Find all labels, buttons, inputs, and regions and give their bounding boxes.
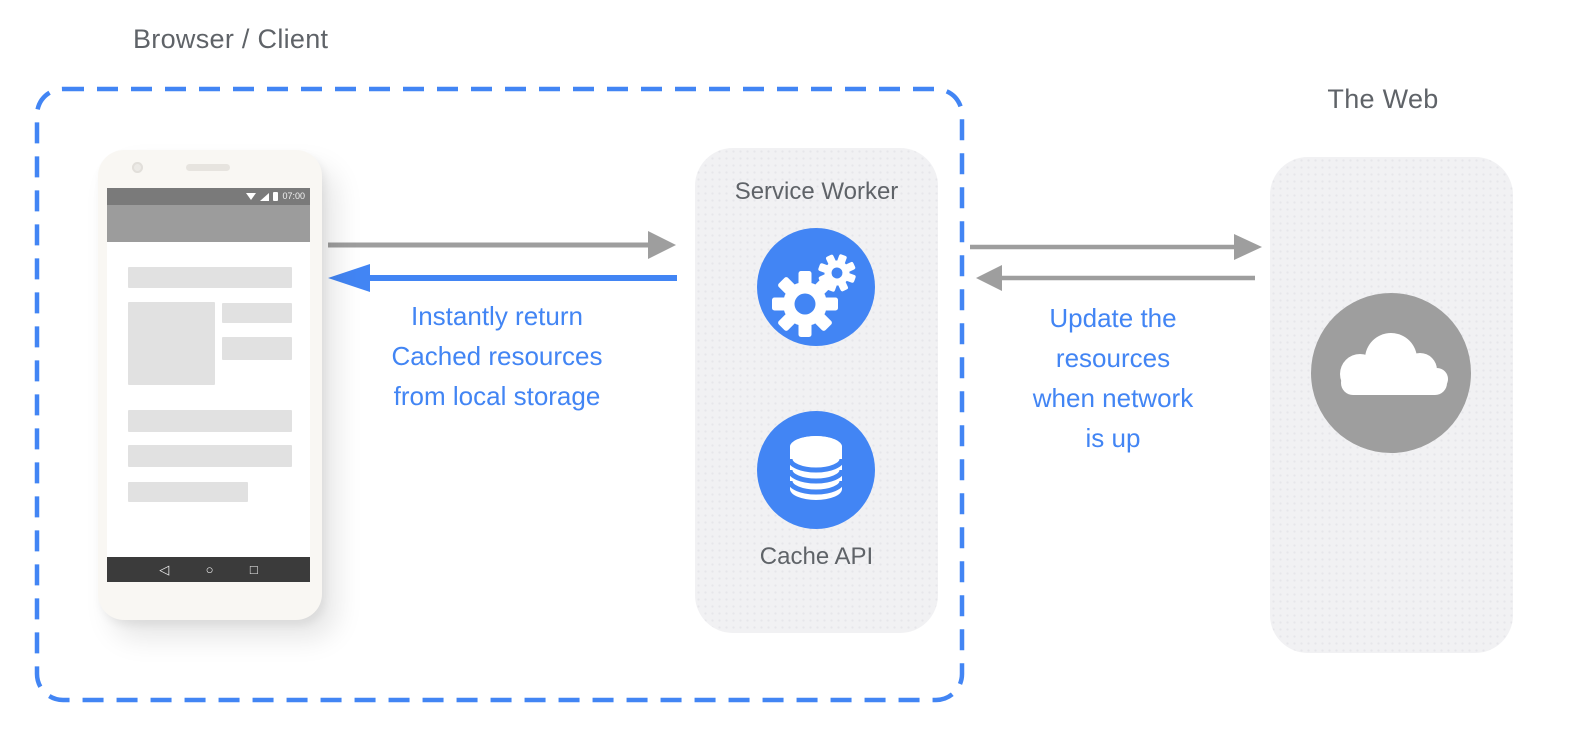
caption-line: Update the (1049, 303, 1177, 333)
cache-api-label: Cache API (759, 543, 874, 570)
back-icon: ◁ (159, 562, 170, 577)
front-camera-icon (132, 162, 143, 173)
phone-mockup: 07:00 ◁ ○ □ (98, 150, 322, 620)
caption-line: Cached resources (391, 341, 603, 371)
cache-api-circle (757, 411, 875, 529)
service-worker-title: Service Worker (734, 178, 899, 205)
cell-signal-icon (260, 192, 270, 201)
android-nav-bar: ◁ ○ □ (107, 557, 310, 582)
request-arrow (328, 231, 676, 259)
database-icon (787, 436, 845, 500)
cached-response-arrow (328, 264, 677, 292)
cloud-icon (1340, 333, 1448, 395)
app-bar (107, 205, 310, 242)
network-flow-caption: Update the resources when network is up (978, 298, 1248, 458)
recents-icon: □ (249, 562, 258, 577)
earpiece-speaker-icon (186, 164, 230, 171)
caption-line: when network (1032, 383, 1194, 413)
home-icon: ○ (205, 562, 214, 577)
wireframe-block (128, 482, 248, 502)
caption-line: resources (1055, 343, 1171, 373)
wireframe-block (128, 410, 292, 432)
gears-icon (772, 254, 856, 337)
caption-line: Instantly return (411, 301, 583, 331)
network-response-arrow (976, 265, 1255, 291)
cache-flow-caption: Instantly return Cached resources from l… (352, 296, 642, 416)
wireframe-content (107, 242, 310, 557)
caption-line: from local storage (393, 381, 601, 411)
caption-line: is up (1085, 423, 1141, 453)
phone-screen: 07:00 ◁ ○ □ (107, 188, 310, 582)
wireframe-block (128, 445, 292, 467)
wireframe-block (222, 337, 292, 360)
wifi-icon (246, 193, 257, 200)
status-bar: 07:00 (107, 188, 310, 205)
wireframe-block (128, 302, 215, 385)
network-request-arrow (970, 234, 1262, 260)
the-web-card (1270, 157, 1513, 653)
wireframe-block (128, 267, 292, 288)
browser-client-label: Browser / Client (133, 24, 329, 54)
the-web-label: The Web (1327, 84, 1439, 114)
status-clock: 07:00 (282, 191, 305, 201)
wireframe-block (222, 303, 292, 323)
battery-icon (273, 192, 279, 201)
web-circle (1311, 293, 1471, 453)
service-worker-card: Service Worker (695, 148, 938, 633)
service-worker-circle (757, 228, 875, 346)
